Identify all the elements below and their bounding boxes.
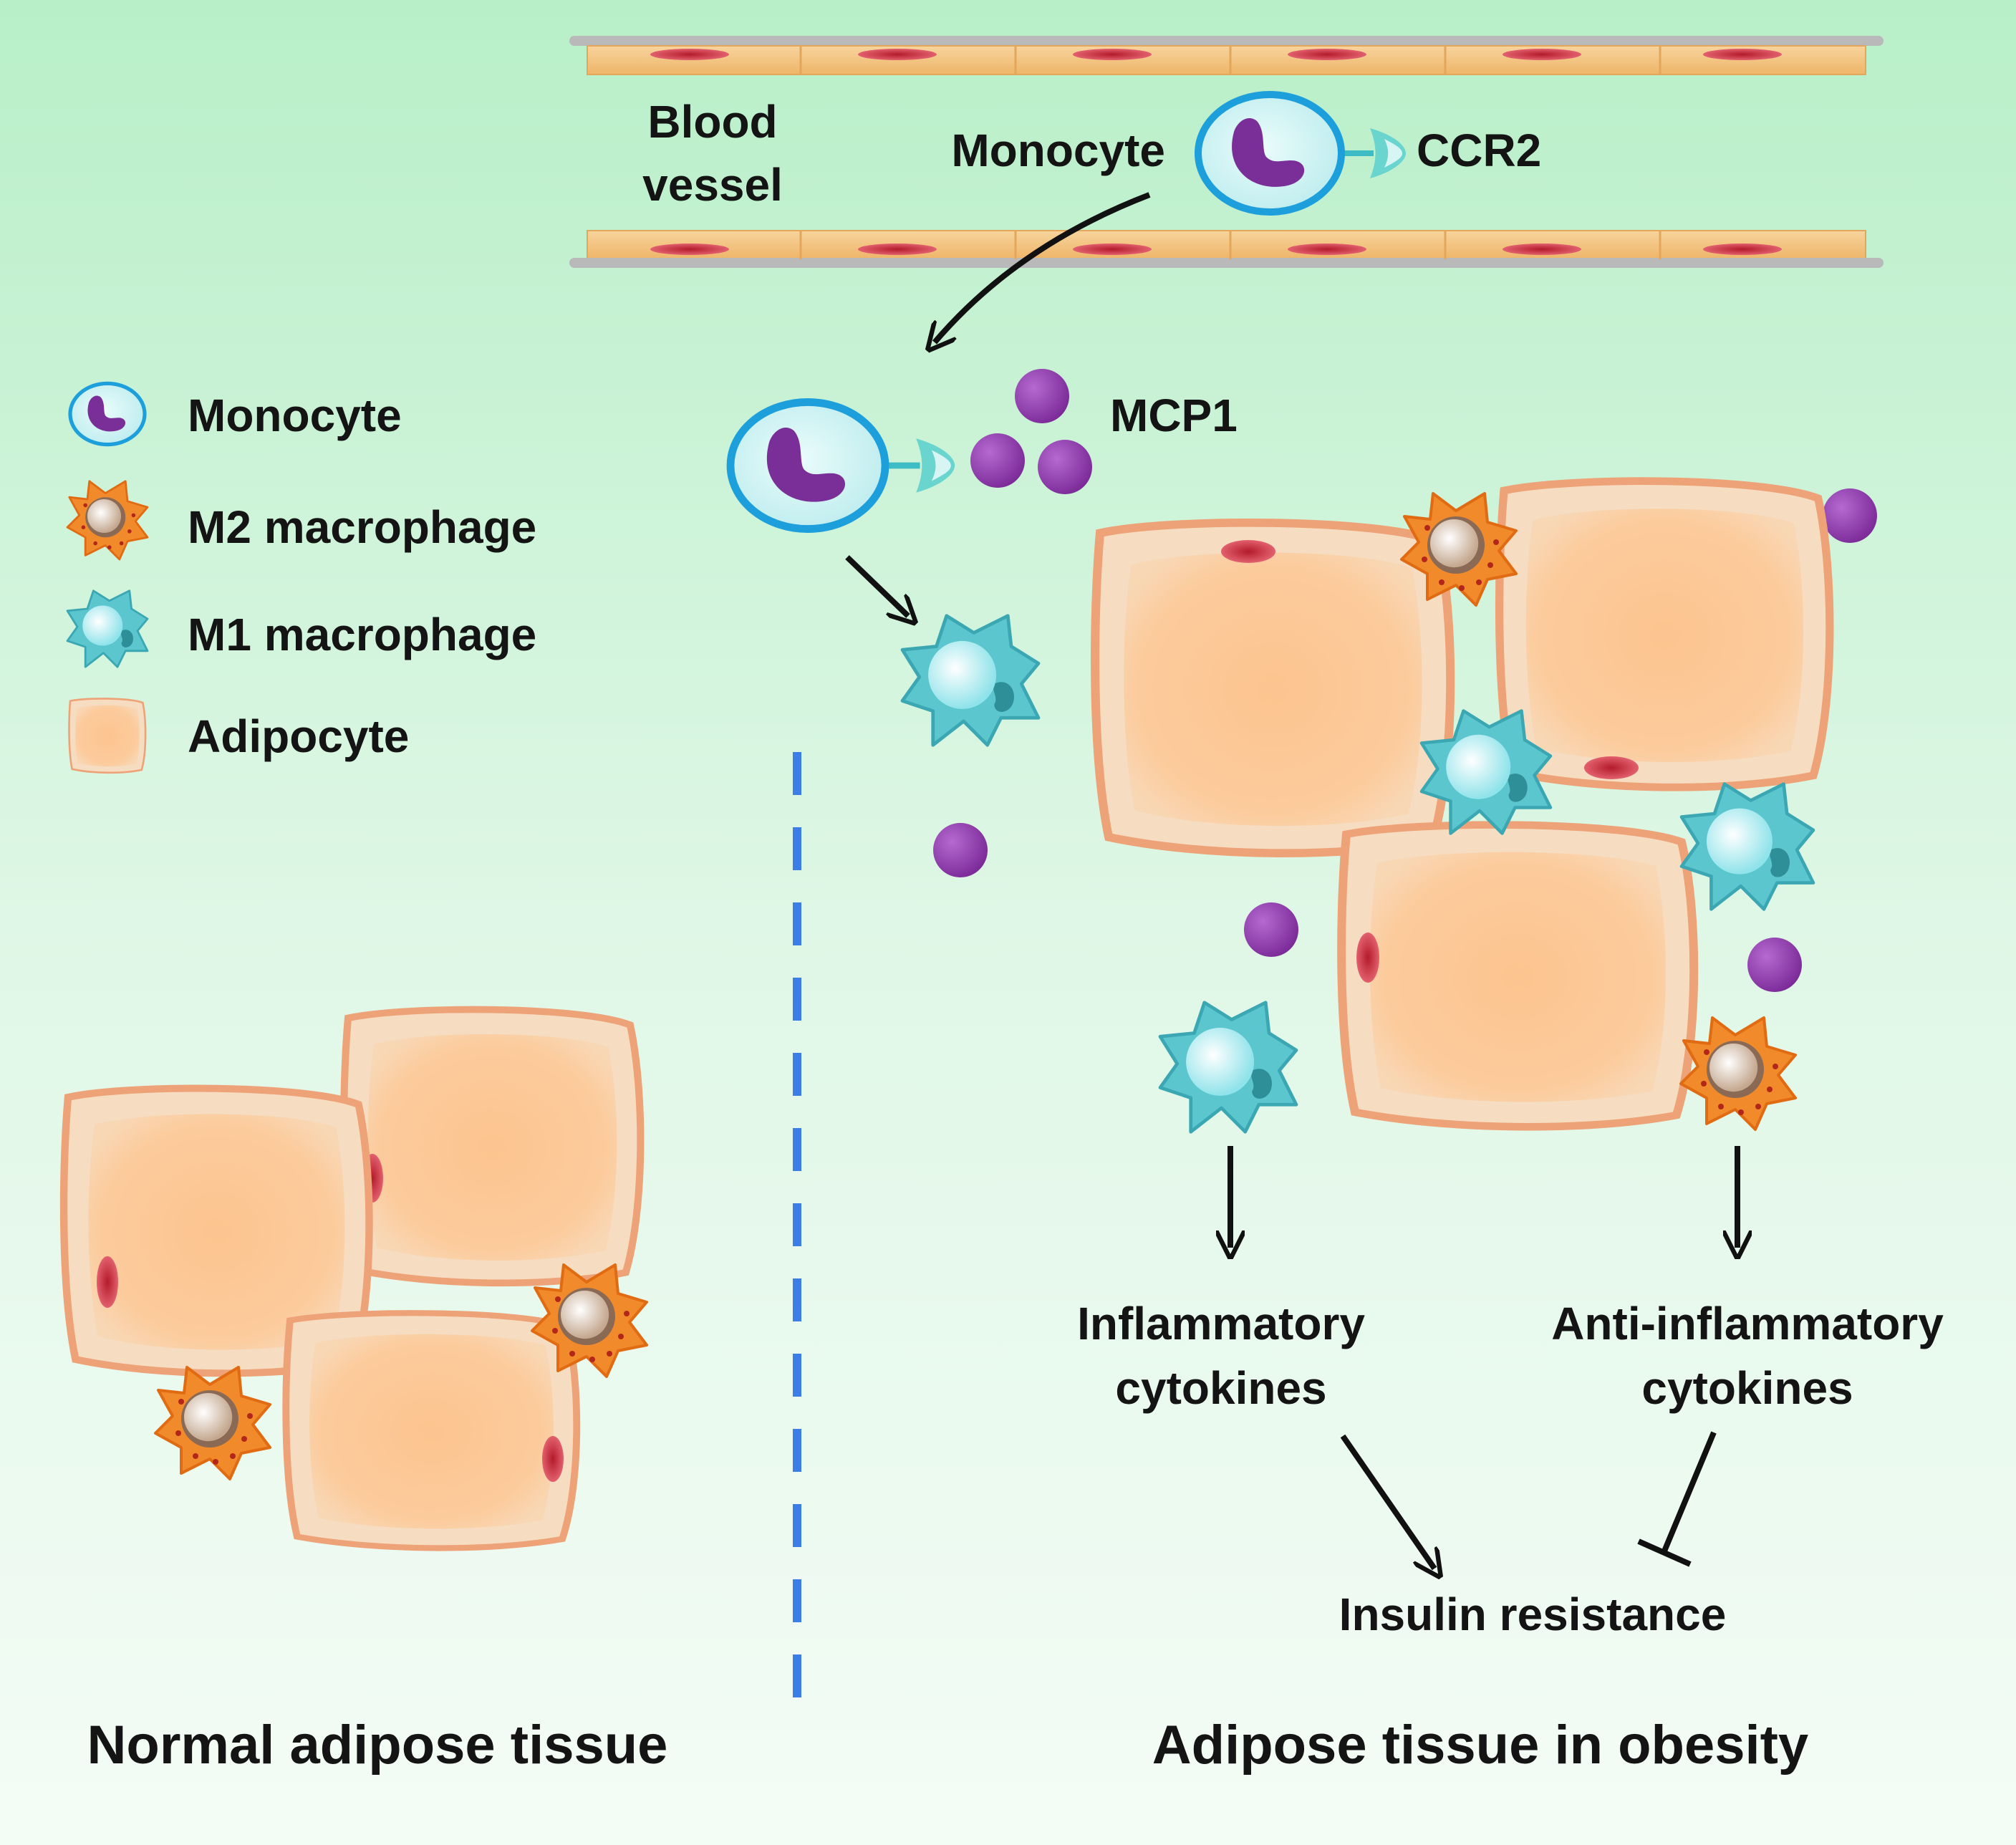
legend-m1-macrophage-label: M1 macrophage [188,609,536,660]
adipocyte-nucleus [1221,540,1275,563]
adipocyte [1500,481,1830,788]
adipocyte [344,1009,640,1283]
adipocyte-nucleus [542,1436,564,1482]
inflammatory-label-line1: Inflammatory [1077,1298,1365,1349]
adipocyte-nucleus [1356,933,1379,983]
inhibits-arrow [1637,1431,1717,1567]
vessel-monocyte-label: Monocyte [951,125,1165,176]
normal-adipose-tissue [64,1009,647,1548]
anti-inflammatory-label-line1: Anti-inflammatory [1551,1298,1944,1349]
obesity-tissue-title: Adipose tissue in obesity [1152,1715,1808,1776]
legend: Monocyte M2 macrophage M1 macrophage Adi… [67,383,536,772]
legend-adipocyte-label: Adipocyte [188,710,409,762]
blood-vessel [569,36,1884,268]
normal-tissue-title: Normal adipose tissue [87,1715,668,1776]
mcp1-particle [1038,440,1092,494]
differentiation-arrow [845,555,908,616]
obese-adipose-tissue [1095,481,1830,1132]
mcp1-particle [1747,938,1802,992]
adipocyte [1341,825,1694,1127]
legend-monocyte-label: Monocyte [188,390,402,441]
extravasation-arrow [935,192,1151,342]
mcp1-particle [1823,488,1877,543]
legend-adipocyte-icon [69,698,146,772]
blood-vessel-label-line2: vessel [642,159,783,211]
mcp1-label: MCP1 [1110,390,1238,441]
mcp1-cluster [970,369,1092,494]
mcp1-particle [970,433,1025,488]
ccr2-label: CCR2 [1417,125,1541,176]
adipocyte [286,1313,577,1548]
adipocyte-nucleus [97,1256,118,1308]
anti-inflammatory-label-line2: cytokines [1641,1362,1853,1414]
legend-m2-macrophage-label: M2 macrophage [188,501,536,553]
mcp1-particle [1244,902,1298,957]
adipocyte [1095,523,1450,853]
promotes-arrow [1340,1434,1434,1569]
legend-monocyte-icon [70,383,145,444]
inflammatory-label-line2: cytokines [1115,1362,1326,1414]
blood-vessel-label-line1: Blood [647,96,777,148]
insulin-resistance-label: Insulin resistance [1339,1589,1727,1640]
mcp1-particle [1015,369,1069,423]
adipocyte-nucleus [1584,756,1639,779]
mcp1-particle [933,823,988,877]
